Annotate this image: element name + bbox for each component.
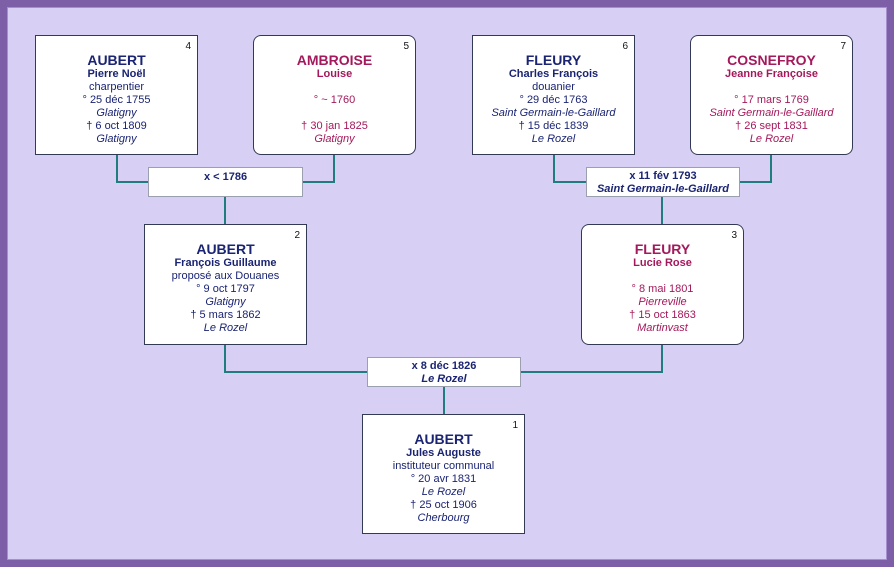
given-name: Jules Auguste bbox=[406, 447, 481, 459]
death-place: Glatigny bbox=[96, 133, 137, 145]
person-card-2[interactable]: 2 AUBERT François Guillaume proposé aux … bbox=[144, 224, 307, 345]
surname: AUBERT bbox=[414, 431, 473, 447]
given-name: Pierre Noël bbox=[87, 68, 146, 80]
death-place: Le Rozel bbox=[749, 133, 794, 145]
birth-place: Glatigny bbox=[96, 107, 137, 119]
given-name: Jeanne Françoise bbox=[725, 68, 818, 80]
birth-place: Glatigny bbox=[205, 296, 246, 308]
person-card-7[interactable]: 7 COSNEFROY Jeanne Françoise ° 17 mars 1… bbox=[690, 35, 853, 155]
birth-date: ° 8 mai 1801 bbox=[631, 283, 694, 295]
spacer bbox=[691, 81, 852, 94]
given-name: Lucie Rose bbox=[633, 257, 692, 269]
marriage-label-4-5: x < 1786 bbox=[148, 167, 303, 197]
death-date: † 25 oct 1906 bbox=[410, 499, 477, 511]
death-date: † 26 sept 1831 bbox=[735, 120, 808, 132]
death-date: † 6 oct 1809 bbox=[86, 120, 147, 132]
occupation: charpentier bbox=[88, 81, 145, 93]
marriage-date: x 11 fév 1793 bbox=[629, 170, 697, 182]
birth-place: Saint Germain-le-Gaillard bbox=[709, 107, 834, 119]
marriage-label-2-3: x 8 déc 1826 Le Rozel bbox=[367, 357, 521, 387]
spacer bbox=[254, 107, 415, 120]
birth-place: Saint Germain-le-Gaillard bbox=[491, 107, 616, 119]
person-card-5[interactable]: 5 AMBROISE Louise ° ~ 1760 † 30 jan 1825… bbox=[253, 35, 416, 155]
birth-place: Le Rozel bbox=[421, 486, 466, 498]
birth-date: ° 29 déc 1763 bbox=[519, 94, 588, 106]
person-card-4[interactable]: 4 AUBERT Pierre Noël charpentier ° 25 dé… bbox=[35, 35, 198, 155]
marriage-place: Le Rozel bbox=[421, 373, 467, 385]
sosa-number: 2 bbox=[294, 230, 300, 241]
sosa-number: 4 bbox=[185, 41, 191, 52]
death-place: Cherbourg bbox=[417, 512, 470, 524]
marriage-label-6-7: x 11 fév 1793 Saint Germain-le-Gaillard bbox=[586, 167, 740, 197]
death-date: † 5 mars 1862 bbox=[190, 309, 261, 321]
person-card-1[interactable]: 1 AUBERT Jules Auguste instituteur commu… bbox=[362, 414, 525, 534]
given-name: Charles François bbox=[508, 68, 599, 80]
sosa-number: 1 bbox=[512, 420, 518, 431]
spacer bbox=[582, 270, 743, 283]
death-place: Le Rozel bbox=[203, 322, 248, 334]
birth-date: ° 20 avr 1831 bbox=[410, 473, 477, 485]
death-place: Glatigny bbox=[314, 133, 355, 145]
sosa-number: 7 bbox=[840, 41, 846, 52]
surname: FLEURY bbox=[525, 52, 582, 68]
death-date: † 15 déc 1839 bbox=[518, 120, 589, 132]
person-card-3[interactable]: 3 FLEURY Lucie Rose ° 8 mai 1801 Pierrev… bbox=[581, 224, 744, 345]
birth-place: Pierreville bbox=[638, 296, 687, 308]
birth-date: ° ~ 1760 bbox=[313, 94, 356, 106]
birth-date: ° 9 oct 1797 bbox=[196, 283, 255, 295]
birth-date: ° 17 mars 1769 bbox=[734, 94, 809, 106]
birth-date: ° 25 déc 1755 bbox=[82, 94, 151, 106]
person-card-6[interactable]: 6 FLEURY Charles François douanier ° 29 … bbox=[472, 35, 635, 155]
surname: COSNEFROY bbox=[727, 52, 816, 68]
given-name: François Guillaume bbox=[174, 257, 277, 269]
occupation: instituteur communal bbox=[392, 460, 495, 472]
marriage-place: Saint Germain-le-Gaillard bbox=[596, 183, 730, 195]
death-place: Martinvast bbox=[637, 322, 688, 334]
surname: AUBERT bbox=[196, 241, 255, 257]
occupation: proposé aux Douanes bbox=[171, 270, 280, 282]
sosa-number: 6 bbox=[622, 41, 628, 52]
sosa-number: 5 bbox=[403, 41, 409, 52]
occupation: douanier bbox=[532, 81, 575, 93]
surname: FLEURY bbox=[634, 241, 691, 257]
death-place: Le Rozel bbox=[531, 133, 576, 145]
given-name: Louise bbox=[316, 68, 353, 80]
surname: AUBERT bbox=[87, 52, 146, 68]
marriage-date: x 8 déc 1826 bbox=[411, 360, 477, 372]
sosa-number: 3 bbox=[731, 230, 737, 241]
death-date: † 15 oct 1863 bbox=[629, 309, 696, 321]
spacer bbox=[254, 81, 415, 94]
surname: AMBROISE bbox=[296, 52, 373, 68]
death-date: † 30 jan 1825 bbox=[301, 120, 368, 132]
marriage-date: x < 1786 bbox=[203, 171, 248, 183]
